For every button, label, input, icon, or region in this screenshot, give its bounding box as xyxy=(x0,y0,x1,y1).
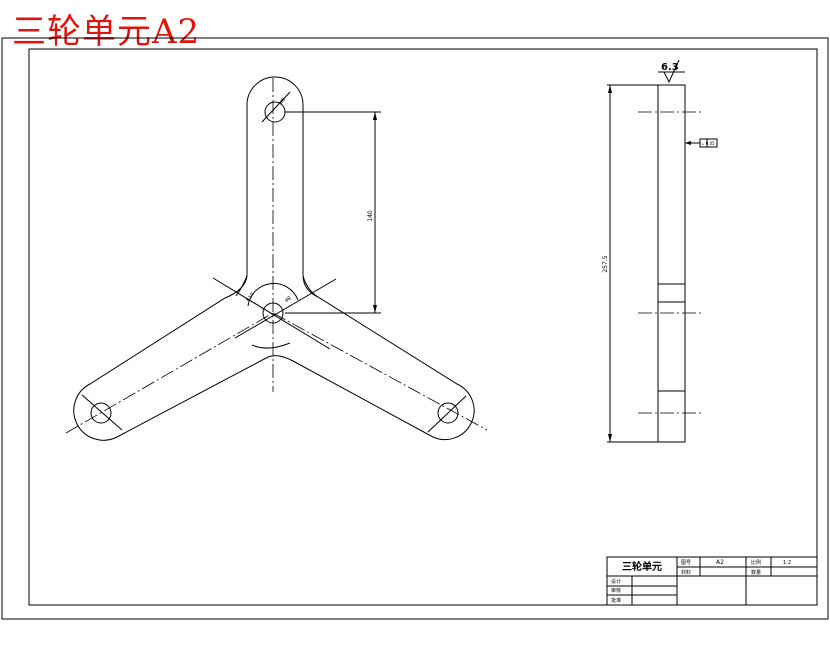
outer-border xyxy=(1,37,829,620)
title-block: 三轮单元 图号 A2 比例 1:2 材料 数量 设计 审核 批准 xyxy=(606,556,818,606)
hub-arc xyxy=(247,282,299,307)
hub-fillet-right xyxy=(302,275,319,298)
overlay-title: 三轮单元A2 xyxy=(12,12,201,52)
dim-label-fillet: R10 xyxy=(246,291,256,303)
tb-label-design: 设计 xyxy=(611,578,621,585)
side-dim-arrow-top xyxy=(608,85,612,93)
tb-drawing-no: A2 xyxy=(716,559,724,566)
tb-scale: 1:2 xyxy=(783,560,791,566)
gdt-label: ⊥ 0.05 xyxy=(701,141,715,146)
tb-label-drawing-no: 图号 xyxy=(681,560,691,566)
dim-label-140: 140 xyxy=(367,210,374,222)
tb-label-check: 审核 xyxy=(611,587,621,594)
title-block-frame xyxy=(606,556,818,606)
gdt-arrow xyxy=(685,141,691,145)
inner-frame xyxy=(28,48,818,606)
front-view: 140 ø8 ø8 R10 xyxy=(65,76,488,441)
centerline-diag-1 xyxy=(212,277,331,350)
centerline-left-arm xyxy=(65,312,274,434)
hub-fillet-bottom xyxy=(251,342,291,349)
hole-right xyxy=(437,402,459,424)
centerline-top-hole xyxy=(261,91,291,123)
dim-label-hub: ø8 xyxy=(284,295,292,303)
tb-label-qty: 数量 xyxy=(751,569,761,576)
tb-part-name: 三轮单元 xyxy=(622,560,662,573)
dim-arrow-bottom xyxy=(373,305,377,313)
side-dim-arrow-bottom xyxy=(608,434,612,442)
centerline-right-arm xyxy=(272,312,488,431)
side-view: 257.5 6.3 ⊥ 0.05 xyxy=(602,59,718,443)
tb-label-approve: 批准 xyxy=(611,597,621,604)
hole-left xyxy=(90,402,112,424)
part-outline xyxy=(73,76,475,441)
centerline-right-hole xyxy=(427,395,467,433)
side-body xyxy=(657,84,686,443)
roughness-label: 6.3 xyxy=(661,62,679,73)
centerline-diag-2 xyxy=(234,278,337,339)
roughness-symbol xyxy=(663,59,680,84)
centerline-left-hole xyxy=(81,394,123,431)
tb-label-scale: 比例 xyxy=(751,559,761,566)
tb-label-material: 材料 xyxy=(681,569,691,576)
dim-arrow-top xyxy=(373,112,377,120)
dim-label-bore: ø8 xyxy=(278,97,287,106)
gdt-frame xyxy=(699,138,718,148)
hub-fillet-left xyxy=(235,275,248,297)
dim-label-length: 257.5 xyxy=(602,255,609,272)
